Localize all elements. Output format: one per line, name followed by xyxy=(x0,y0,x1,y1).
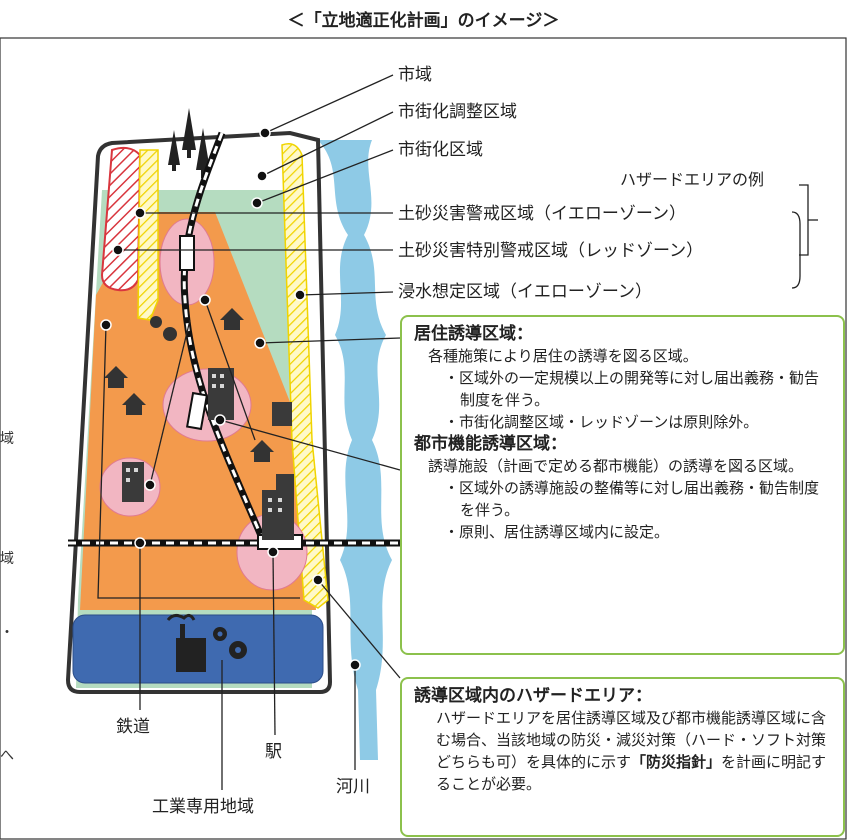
label-landslide-yellow: 土砂災害警戒区域（イエローゾーン） xyxy=(398,204,686,224)
label-flood-assumed: 浸水想定区域（イエローゾーン） xyxy=(398,282,652,302)
hazard-text-after: を計画に明記することが必要。 xyxy=(436,753,827,793)
residential-guidance-box: 居住誘導区域： 各種施策により居住の誘導を図る区域。 ・区域外の一定規模以上の開… xyxy=(400,315,845,655)
edge-fragment: 域 xyxy=(0,431,14,447)
hazard-text-before: ハザードエリアを居住誘導区域及び都市機能誘導区域に含む場合、当該地域の防災・減災… xyxy=(436,709,827,771)
residential-line: 各種施策により居住の誘導を図る区域。 xyxy=(428,347,698,365)
factory-icon xyxy=(166,613,206,672)
hazard-heading: 誘導区域内のハザードエリア： xyxy=(414,686,652,706)
flood-yellow-zone xyxy=(281,143,329,609)
residential-line: ・市街化調整区域・レッドゾーンは原則除外。 xyxy=(444,413,759,431)
label-river: 河川 xyxy=(336,777,370,797)
residential-heading: 居住誘導区域： xyxy=(414,324,533,344)
label-landslide-red: 土砂災害特別警戒区域（レッドゾーン） xyxy=(398,241,703,261)
label-industrial: 工業専用地域 xyxy=(152,797,254,817)
edge-fragment: へ xyxy=(0,748,14,764)
station-marker xyxy=(179,235,195,271)
label-city-area: 市域 xyxy=(398,65,432,85)
river xyxy=(318,140,392,760)
station-marker xyxy=(185,391,209,431)
label-hazard-example: ハザードエリアの例 xyxy=(620,170,764,189)
gear-icon xyxy=(150,316,177,341)
landslide-yellow-zone xyxy=(137,149,159,321)
disaster-prevention-guideline: 「防災指針」 xyxy=(631,753,722,771)
urban-function-line: ・原則、居住誘導区域内に設定。 xyxy=(444,523,670,541)
urban-function-line: 誘導施設（計画で定める都市機能）の誘導を図る区域。 xyxy=(428,457,804,475)
urban-function-heading: 都市機能誘導区域： xyxy=(414,434,567,454)
page-title: ＜「立地適正化計画」のイメージ＞ xyxy=(287,11,560,31)
hazard-area-box: 誘導区域内のハザードエリア： ハザードエリアを居住誘導区域及び都市機能誘導区域に… xyxy=(400,677,845,837)
outer-frame xyxy=(0,37,847,840)
label-urbanization-control: 市街化調整区域 xyxy=(398,102,517,122)
leader-lines xyxy=(97,74,818,790)
hazard-text: ハザードエリアを居住誘導区域及び都市機能誘導区域に含む場合、当該地域の防災・減災… xyxy=(414,707,833,795)
leader-dots xyxy=(100,127,361,671)
residential-line: ・区域外の一定規模以上の開発等に対し届出義務・勧告制度を伴う。 xyxy=(444,369,820,409)
label-station: 駅 xyxy=(265,742,282,762)
urban-function-line: ・区域外の誘導施設の整備等に対し届出義務・勧告制度を伴う。 xyxy=(444,479,820,519)
gear-icon xyxy=(213,627,247,659)
label-railway: 鉄道 xyxy=(116,717,150,737)
landslide-red-zone xyxy=(100,146,142,292)
house-icon xyxy=(104,308,274,462)
label-urbanization-area: 市街化区域 xyxy=(398,140,483,160)
edge-fragment: ・ xyxy=(0,625,14,641)
tree-icon xyxy=(168,108,210,178)
edge-fragment: 域 xyxy=(0,551,14,567)
